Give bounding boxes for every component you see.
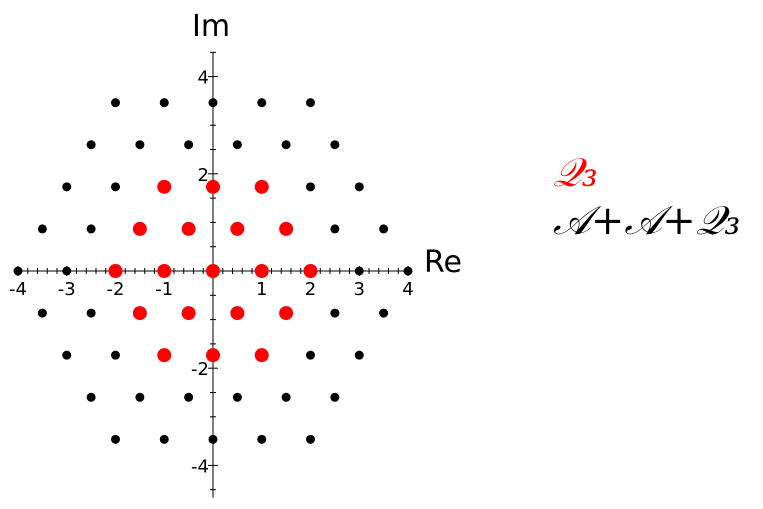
x-tick-label: -3: [58, 279, 76, 300]
red-point: [206, 264, 220, 278]
black-point: [37, 308, 47, 318]
red-point: [279, 221, 294, 236]
black-point: [111, 98, 120, 108]
black-point: [62, 182, 72, 192]
red-point: [157, 264, 172, 278]
tick-labels: -4 -3 -2 -1 1 2 3 4 4 2 -2 -4: [9, 68, 414, 478]
black-point: [86, 392, 96, 402]
x-tick-label: -2: [107, 279, 125, 300]
red-point: [157, 179, 172, 194]
legend-entry-a-a-q3: 𝒜+𝒜+𝒬₃: [553, 198, 741, 244]
x-tick-label: 4: [402, 279, 413, 300]
black-point: [62, 350, 72, 360]
red-point: [206, 348, 220, 363]
y-tick-label: -4: [191, 456, 209, 477]
black-point: [281, 140, 291, 150]
black-point: [86, 140, 96, 150]
black-point: [62, 266, 72, 276]
legend-entry-q3: 𝒬₃: [553, 150, 598, 196]
black-point: [306, 182, 315, 192]
black-point: [306, 434, 315, 444]
x-tick-label: -4: [9, 279, 27, 300]
red-point: [108, 264, 123, 278]
y-tick-label: 2: [198, 165, 209, 186]
red-point: [254, 348, 269, 363]
x-tick-label: 3: [354, 279, 365, 300]
y-tick-label: 4: [198, 68, 209, 89]
black-point: [330, 140, 340, 150]
red-point: [230, 306, 245, 321]
black-point: [354, 350, 364, 360]
black-point: [37, 224, 47, 234]
black-point: [330, 224, 340, 234]
black-point: [86, 224, 96, 234]
black-point: [184, 140, 194, 150]
black-point: [257, 98, 267, 108]
y-tick-label: -2: [191, 359, 209, 380]
black-point: [354, 182, 364, 192]
black-point: [159, 434, 169, 444]
black-point: [281, 392, 291, 402]
black-point: [135, 392, 145, 402]
black-point: [13, 266, 23, 276]
red-point: [157, 348, 172, 363]
red-point: [132, 306, 147, 321]
x-tick-label: 2: [305, 279, 316, 300]
black-point: [111, 350, 120, 360]
black-point: [379, 308, 389, 318]
black-point: [86, 308, 96, 318]
black-point: [159, 98, 169, 108]
black-point: [379, 224, 389, 234]
black-point: [135, 140, 145, 150]
red-point: [254, 179, 269, 194]
black-point: [111, 434, 120, 444]
black-point: [330, 308, 340, 318]
black-point: [184, 392, 194, 402]
red-point: [303, 264, 318, 278]
x-tick-label: 1: [256, 279, 267, 300]
black-point: [111, 182, 120, 192]
black-point: [208, 98, 218, 108]
series-black-points: [13, 98, 413, 444]
x-axis-label: Re: [424, 245, 462, 280]
black-point: [306, 98, 315, 108]
red-point: [279, 306, 294, 321]
series-red-points: [108, 179, 318, 363]
black-point: [208, 434, 218, 444]
red-point: [206, 179, 220, 194]
black-point: [403, 266, 413, 276]
y-axis-label: Im: [192, 9, 230, 44]
red-point: [254, 264, 269, 278]
red-point: [230, 221, 245, 236]
red-point: [132, 221, 147, 236]
black-point: [306, 350, 315, 360]
red-point: [181, 306, 196, 321]
black-point: [232, 140, 242, 150]
black-point: [257, 434, 267, 444]
red-point: [181, 221, 196, 236]
black-point: [330, 392, 340, 402]
black-point: [354, 266, 364, 276]
x-tick-label: -1: [155, 279, 173, 300]
black-point: [232, 392, 242, 402]
